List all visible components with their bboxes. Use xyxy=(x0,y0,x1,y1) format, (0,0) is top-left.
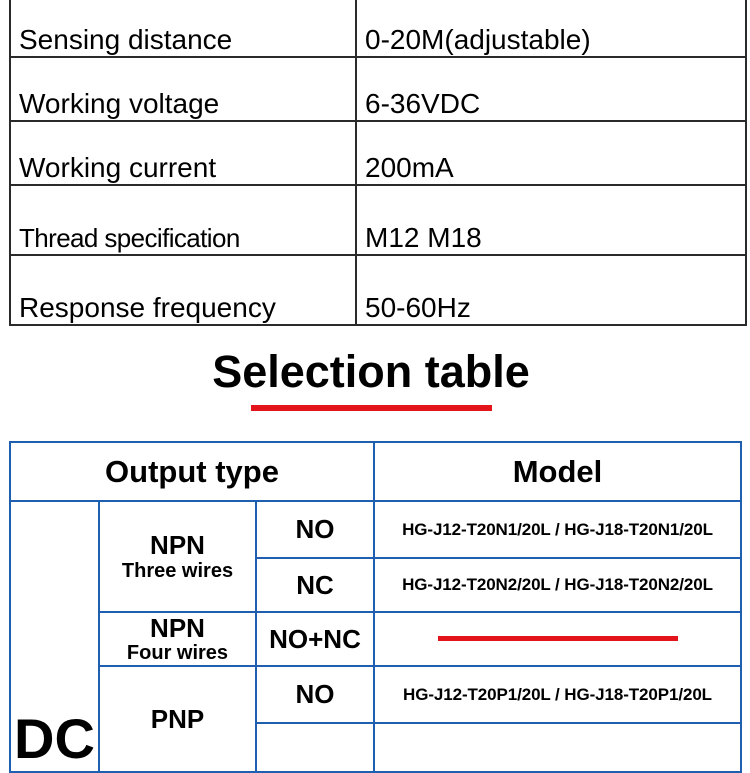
table-row: NPN Four wires NO+NC xyxy=(10,611,742,667)
model-cell-empty xyxy=(373,722,742,773)
output-type-cell: PNP xyxy=(98,665,257,773)
spec-label: Sensing distance xyxy=(9,0,357,58)
table-row: NC HG-J12-T20N2/20L / HG-J18-T20N2/20L xyxy=(10,557,742,613)
power-type-cell: DC xyxy=(9,500,100,773)
spec-row: Working voltage 6-36VDC xyxy=(9,56,747,122)
spec-row: Sensing distance 0-20M(adjustable) xyxy=(9,0,747,58)
spec-row: Response frequency 50-60Hz xyxy=(9,254,747,326)
model-cell-empty xyxy=(373,611,742,667)
wiring-type: Four wires xyxy=(126,642,229,665)
heading-underline xyxy=(251,405,492,411)
not-available-dash xyxy=(437,636,678,642)
transistor-type: NPN xyxy=(150,612,205,643)
mode-cell-empty xyxy=(255,722,375,773)
spec-label: Working current xyxy=(9,120,357,186)
spec-label: Working voltage xyxy=(9,56,357,122)
spec-label: Response frequency xyxy=(9,254,357,326)
spec-table: Sensing distance 0-20M(adjustable) Worki… xyxy=(9,0,747,326)
model-cell: HG-J12-T20N2/20L / HG-J18-T20N2/20L xyxy=(373,557,742,613)
wiring-type: Three wires xyxy=(121,559,234,582)
output-type-header: Output type xyxy=(9,441,375,502)
spec-value: 50-60Hz xyxy=(355,254,747,326)
table-row: PNP NO HG-J12-T20P1/20L / HG-J18-T20P1/2… xyxy=(10,665,742,773)
output-type-cell: NPN Four wires xyxy=(98,611,257,667)
mode-cell: NO xyxy=(255,665,375,724)
spec-value: 0-20M(adjustable) xyxy=(355,0,747,58)
selection-table: Output type Model DC NPN Three wires NO … xyxy=(9,441,742,773)
mode-cell: NO+NC xyxy=(255,611,375,667)
spec-value: 200mA xyxy=(355,120,747,186)
output-type-cell: NPN Three wires xyxy=(98,500,257,613)
spec-row: Thread specification M12 M18 xyxy=(9,184,747,256)
spec-value: 6-36VDC xyxy=(355,56,747,122)
model-cell: HG-J12-T20N1/20L / HG-J18-T20N1/20L xyxy=(373,500,742,559)
section-heading: Selection table xyxy=(212,346,530,397)
model-cell: HG-J12-T20P1/20L / HG-J18-T20P1/20L xyxy=(373,665,742,724)
spec-value: M12 M18 xyxy=(355,184,747,256)
mode-cell: NC xyxy=(255,557,375,613)
spec-row: Working current 200mA xyxy=(9,120,747,186)
table-row: DC NPN Three wires NO HG-J12-T20N1/20L /… xyxy=(9,500,742,773)
spec-label: Thread specification xyxy=(9,184,357,256)
model-header: Model xyxy=(373,441,742,502)
mode-cell: NO xyxy=(255,500,375,559)
transistor-type: PNP xyxy=(150,703,205,734)
transistor-type: NPN xyxy=(150,530,205,561)
selection-header-row: Output type Model xyxy=(9,441,742,502)
